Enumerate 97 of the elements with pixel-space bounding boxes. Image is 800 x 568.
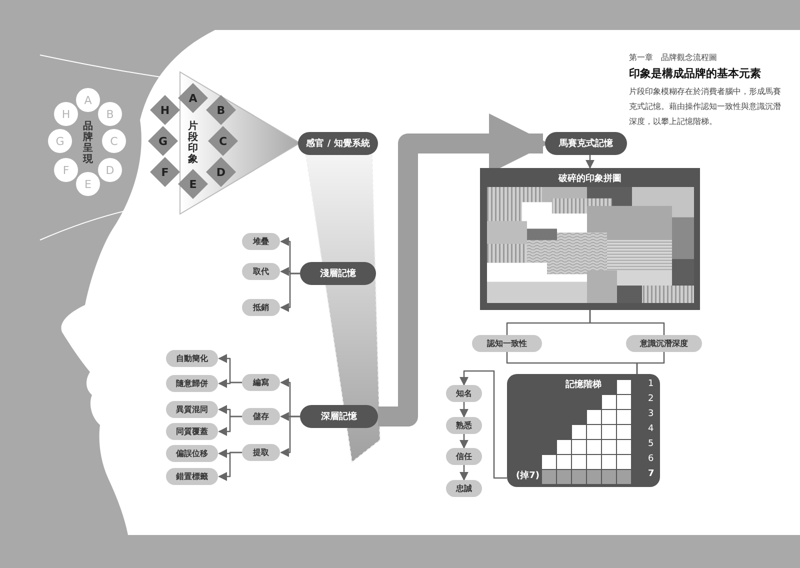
- step-number: 4: [648, 424, 654, 434]
- node-text: 深層記憶: [321, 410, 357, 423]
- arrow: [459, 370, 507, 479]
- node-text: 提取: [253, 447, 269, 458]
- node-text: 取代: [253, 266, 269, 277]
- item-pill: [242, 263, 280, 280]
- item-pill: [626, 335, 702, 352]
- item-pill: [166, 401, 218, 418]
- circle-node: [54, 102, 78, 126]
- item-pill: [446, 448, 482, 465]
- node-text: C: [218, 134, 228, 148]
- node-text: 編寫: [253, 377, 269, 388]
- item-pill: [166, 468, 218, 485]
- step-number: 6: [648, 454, 654, 464]
- node-text: F: [62, 164, 70, 176]
- item-pill: [472, 335, 542, 352]
- node-text: 熟悉: [456, 420, 472, 431]
- node-text: 偏誤位移: [176, 448, 208, 459]
- item-pill: [242, 408, 280, 425]
- node-text: 自動簡化: [176, 353, 208, 364]
- node-text: 感官 / 知覺系統: [306, 137, 370, 150]
- node-text: G: [56, 134, 64, 148]
- step-number: 3: [648, 409, 654, 419]
- circle-node: [102, 129, 126, 153]
- process-pill: [300, 405, 378, 428]
- step-number: 5: [648, 439, 654, 449]
- circle-node: [98, 102, 122, 126]
- node-text: D: [216, 166, 226, 178]
- step-number: 1: [648, 379, 654, 389]
- node-text: E: [84, 178, 92, 190]
- arrow: [218, 416, 242, 436]
- step-number: 7: [648, 469, 654, 479]
- circle-node: [98, 158, 122, 182]
- process-pill: [545, 132, 627, 155]
- description-text: 片段印象模糊存在於消費者腦中，形成馬賽克式記憶。藉由操作認知一致性與意識沉潛深度，以攀上記憶階梯。: [629, 86, 782, 128]
- node-text: 馬賽克式記憶: [559, 137, 613, 150]
- arrow: [459, 402, 469, 418]
- node-text: D: [106, 164, 114, 176]
- node-text: 知名: [456, 388, 472, 399]
- step-number: 2: [648, 394, 654, 404]
- item-pill: [166, 423, 218, 440]
- arrow: [459, 465, 469, 481]
- node-text: 意識沉潛深度: [640, 338, 688, 349]
- item-pill: [166, 445, 218, 462]
- ladder-panel: [507, 374, 660, 487]
- item-pill: [166, 350, 218, 367]
- connector-line: [636, 352, 665, 374]
- item-pill: [242, 444, 280, 461]
- node-text: 信任: [456, 451, 472, 462]
- node-text: 錯置標籤: [176, 471, 208, 482]
- connector-line: [589, 310, 665, 335]
- item-pill: [242, 299, 280, 316]
- node-text: B: [106, 108, 114, 120]
- node-text: E: [189, 178, 197, 190]
- node-text: G: [158, 134, 168, 148]
- node-text: 淺層記憶: [320, 267, 356, 280]
- item-pill: [242, 374, 280, 391]
- arrow: [280, 416, 300, 458]
- circle-node: [54, 158, 78, 182]
- process-pill: [298, 132, 378, 155]
- node-text: 記憶階梯: [566, 378, 602, 391]
- circle-node: [76, 88, 100, 112]
- node-text: 異質混同: [176, 404, 208, 415]
- node-text: A: [188, 92, 198, 104]
- group-label: 品牌呈現: [83, 121, 93, 165]
- node-text: 儲存: [253, 411, 269, 422]
- node-text: 同質覆蓋: [176, 426, 208, 437]
- step-number: (掉7): [516, 470, 540, 482]
- node-text: F: [161, 166, 169, 178]
- process-pill: [300, 262, 376, 285]
- title: 印象是構成品牌的基本元素: [629, 66, 761, 81]
- group-label: 片段印象: [188, 121, 198, 165]
- mosaic-panel: [480, 168, 700, 310]
- node-text: H: [62, 108, 70, 120]
- node-text: A: [84, 94, 92, 106]
- circle-node: [76, 172, 100, 196]
- arrow: [585, 155, 595, 169]
- arrow: [459, 434, 469, 449]
- item-pill: [446, 480, 482, 497]
- item-pill: [446, 385, 482, 402]
- node-text: 忠誠: [456, 483, 472, 494]
- circle-node: [48, 129, 72, 153]
- arrow: [280, 272, 300, 312]
- node-text: H: [160, 104, 170, 116]
- node-text: C: [110, 134, 118, 148]
- arrow: [218, 378, 242, 388]
- node-text: 堆疊: [253, 236, 269, 247]
- node-text: 認知一致性: [487, 338, 527, 349]
- chapter-heading: 第一章 品牌觀念流程圖: [629, 52, 717, 63]
- node-text: 抵銷: [253, 302, 269, 313]
- node-text: 破碎的印象拼圖: [558, 172, 622, 185]
- node-text: 隨意歸併: [176, 378, 208, 389]
- item-pill: [166, 375, 218, 392]
- node-text: B: [216, 104, 226, 116]
- item-pill: [242, 233, 280, 250]
- arrow: [218, 452, 242, 482]
- item-pill: [446, 417, 482, 434]
